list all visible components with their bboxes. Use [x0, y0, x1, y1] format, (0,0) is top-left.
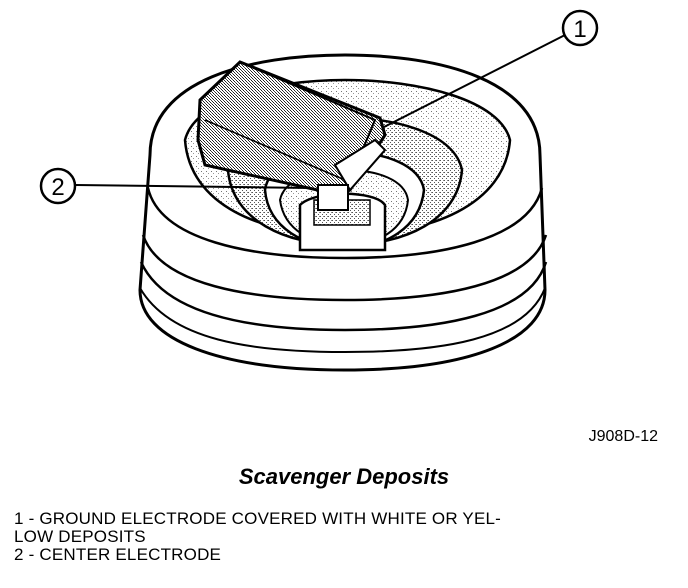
legend: 1 - GROUND ELECTRODE COVERED WITH WHITE … [14, 510, 674, 564]
ground-electrode [196, 60, 387, 197]
spark-plug-illustration: 1 2 [39, 9, 599, 372]
callout-1-number: 1 [573, 16, 586, 43]
legend-item-1-text: 1 - GROUND ELECTRODE COVERED WITH WHITE … [14, 509, 502, 546]
figure-title: Scavenger Deposits [238, 464, 450, 489]
callout-2-number: 2 [51, 174, 64, 201]
callout-1: 1 [381, 9, 599, 129]
callout-2: 2 [39, 167, 311, 205]
legend-item-1: 1 - GROUND ELECTRODE COVERED WITH WHITE … [14, 510, 674, 546]
center-electrode [317, 184, 349, 211]
legend-item-2: 2 - CENTER ELECTRODE [14, 546, 674, 564]
legend-item-2-text: 2 - CENTER ELECTRODE [14, 545, 222, 564]
figure-id: J908D-12 [588, 428, 658, 445]
